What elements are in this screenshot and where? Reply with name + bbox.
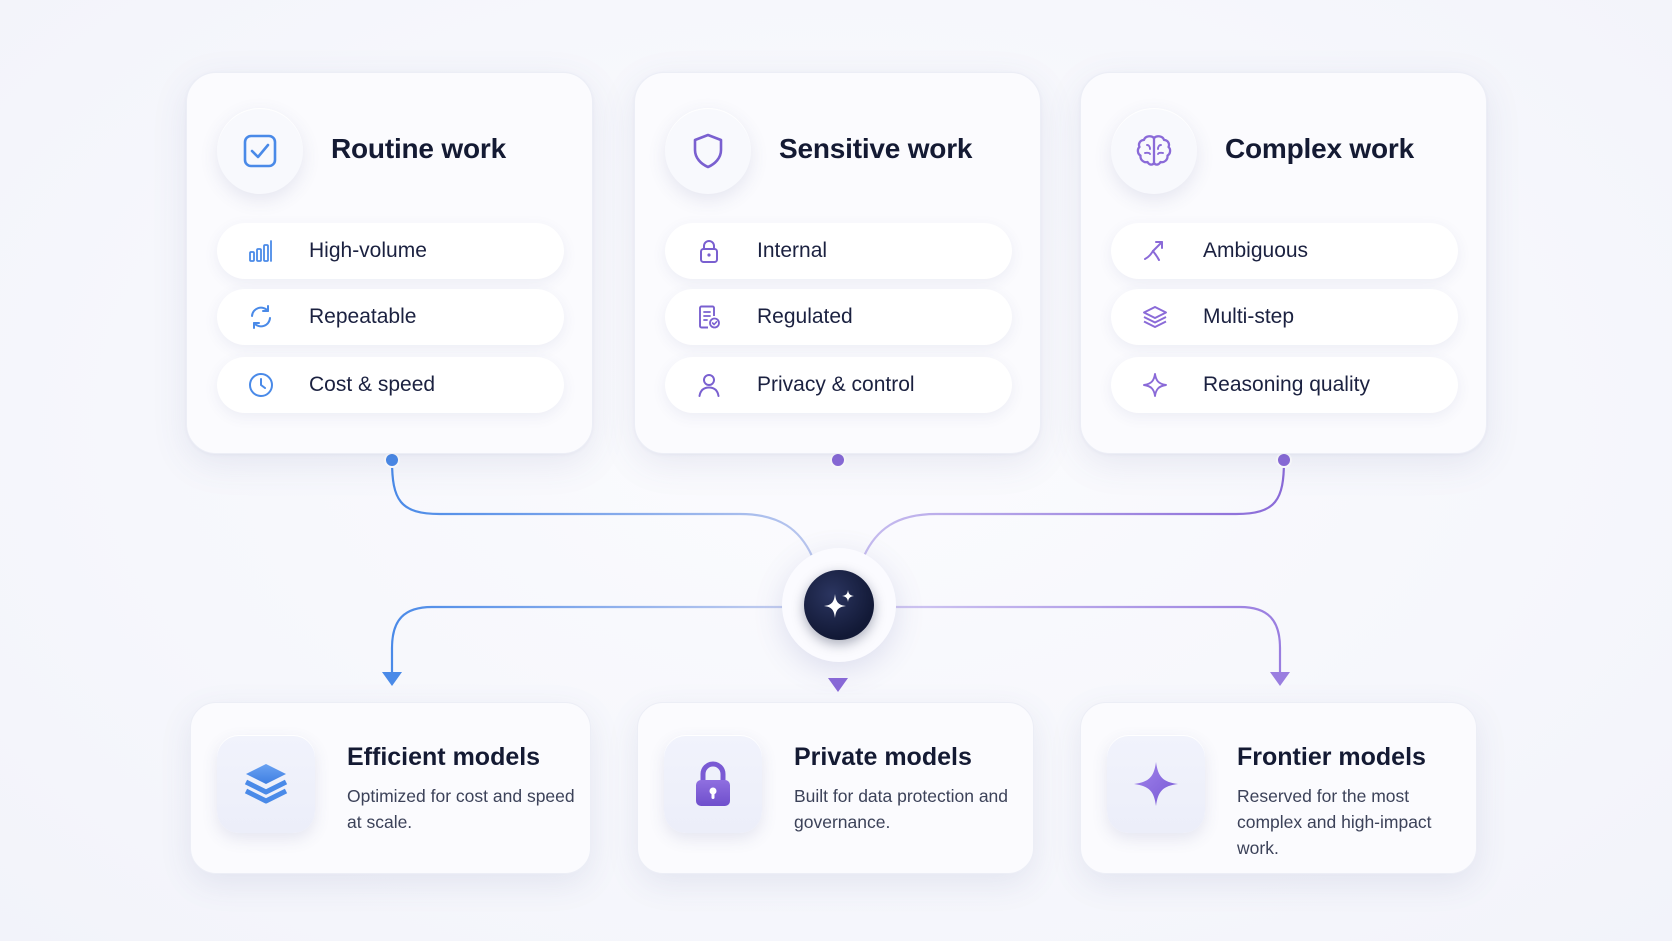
branch-arrow-icon [1127, 223, 1183, 279]
refresh-icon [233, 289, 289, 345]
user-icon [681, 357, 737, 413]
model-title: Frontier models [1237, 743, 1426, 771]
card-routine-work: Routine work High-volume [186, 72, 593, 454]
connector-hub-to-frontier [896, 605, 1282, 676]
bar-chart-icon [233, 223, 289, 279]
item-ambiguous: Ambiguous [1111, 223, 1458, 279]
item-label: Privacy & control [757, 373, 915, 396]
lock-icon [681, 223, 737, 279]
item-label: Ambiguous [1203, 239, 1309, 262]
model-description: Built for data protection and governance… [794, 786, 1009, 832]
item-cost-speed: Cost & speed [217, 357, 564, 413]
arrow-head-frontier [1270, 672, 1290, 686]
card-frontier-models: Frontier models Reserved for the most co… [1080, 702, 1477, 874]
item-label: Regulated [757, 305, 853, 328]
connector-hub-to-efficient [390, 605, 782, 676]
stack-layers-icon [217, 735, 315, 833]
item-repeatable: Repeatable [217, 289, 564, 345]
checkbox-icon [217, 108, 303, 194]
item-label: Reasoning quality [1203, 373, 1370, 396]
model-description: Reserved for the most complex and high-i… [1237, 786, 1432, 858]
arrow-head-private [828, 678, 848, 692]
item-internal: Internal [665, 223, 1012, 279]
model-description: Optimized for cost and speed at scale. [347, 786, 575, 832]
item-multi-step: Multi-step [1111, 289, 1458, 345]
item-label: Repeatable [309, 305, 417, 328]
document-check-icon [681, 289, 737, 345]
item-privacy-control: Privacy & control [665, 357, 1012, 413]
item-label: High-volume [309, 239, 427, 262]
connector-dot-routine [384, 452, 400, 468]
connector-routine-to-hub [390, 459, 813, 557]
item-label: Cost & speed [309, 373, 436, 396]
card-efficient-models: Efficient models Optimized for cost and … [190, 702, 591, 874]
brain-icon [1111, 108, 1197, 194]
layers-icon [1127, 289, 1183, 345]
arrow-head-efficient [382, 672, 402, 686]
connector-dot-sensitive [830, 452, 846, 468]
connector-dot-complex [1276, 452, 1292, 468]
model-title: Private models [794, 743, 972, 771]
sparkle-icon [1127, 357, 1183, 413]
card-title: Routine work [331, 133, 506, 164]
card-title: Complex work [1225, 133, 1414, 164]
item-high-volume: High-volume [217, 223, 564, 279]
clock-icon [233, 357, 289, 413]
card-sensitive-work: Sensitive work Internal Regulat [634, 72, 1041, 454]
padlock-icon [664, 735, 762, 833]
sparkles-icon [804, 570, 874, 640]
item-regulated: Regulated [665, 289, 1012, 345]
card-title: Sensitive work [779, 133, 973, 164]
item-label: Multi-step [1203, 305, 1295, 328]
card-complex-work: Complex work Ambiguous Multi-st [1080, 72, 1487, 454]
model-title: Efficient models [347, 743, 541, 771]
connector-complex-to-hub [863, 459, 1286, 557]
shield-icon [665, 108, 751, 194]
card-private-models: Private models Built for data protection… [637, 702, 1034, 874]
four-point-star-icon [1107, 735, 1205, 833]
router-hub [782, 548, 896, 662]
item-label: Internal [757, 239, 828, 262]
item-reasoning-quality: Reasoning quality [1111, 357, 1458, 413]
